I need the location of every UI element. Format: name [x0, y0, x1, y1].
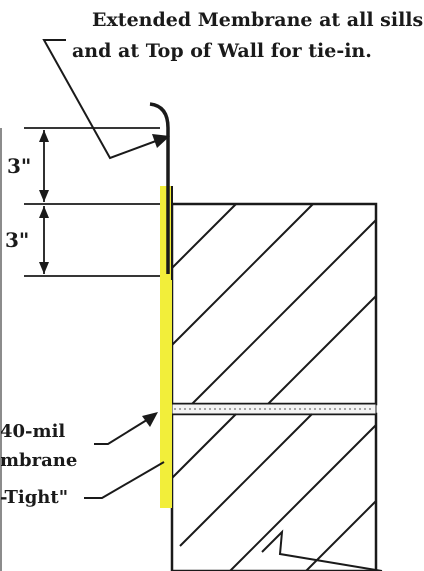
callout-left-line1: 40-mil: [0, 421, 65, 442]
leader-arrowhead-icon: [152, 134, 170, 148]
callout-top-leader: [42, 39, 165, 160]
callout-left-leader: [94, 417, 151, 445]
break-line: [261, 529, 383, 571]
dim-label-bg-upper: [5, 155, 35, 177]
wall-hatching-upper: [171, 203, 377, 405]
dimension-arrowhead-icon: [39, 130, 49, 274]
callout-left-line2: mbrane: [0, 450, 77, 471]
dimension-lower: 3": [5, 228, 29, 252]
callout-top-line2: and at Top of Wall for tie-in.: [72, 40, 372, 62]
callout-left-line3: -Tight": [0, 487, 68, 508]
wall-block: [170, 202, 378, 571]
mortar-joint: [171, 403, 377, 415]
membrane-yellow: [160, 186, 172, 508]
dimension-lines: [24, 127, 160, 277]
callout-left-leader-2: [84, 461, 165, 499]
callout-top-line1: Extended Membrane at all sills: [92, 9, 423, 31]
extended-membrane: [149, 102, 170, 274]
dim-label-bg-lower: [3, 229, 33, 251]
callout-left-arrowhead-icon: [142, 412, 158, 427]
dimension-upper: 3": [7, 154, 31, 178]
